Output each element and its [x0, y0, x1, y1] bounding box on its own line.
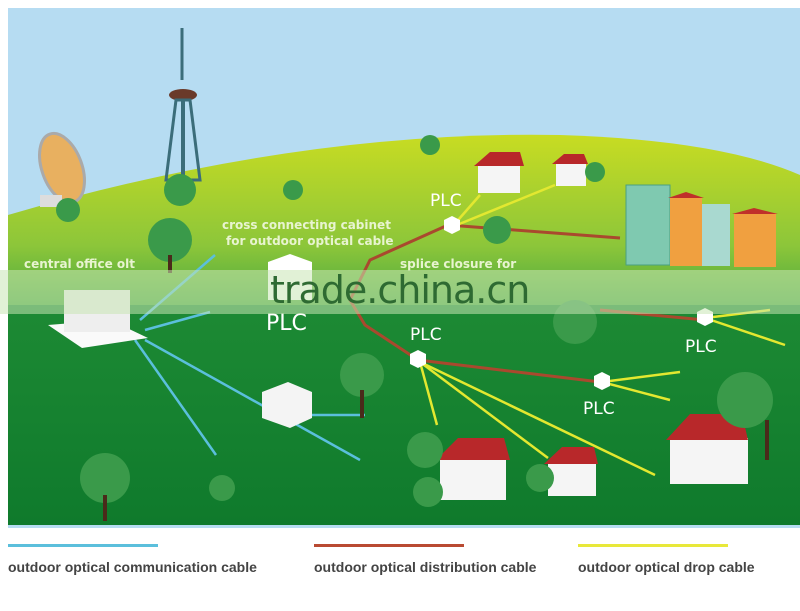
plc-label: PLC [410, 325, 442, 345]
splice-closure-label: splice closure for [400, 257, 516, 271]
watermark-band [0, 270, 800, 314]
legend-communication-cable: outdoor optical communication cable [8, 544, 257, 575]
legend-swatch [578, 544, 728, 547]
central-office-label: central office olt [24, 257, 135, 271]
splice-box-icon [262, 382, 312, 428]
plc-label: PLC [685, 337, 717, 357]
cross-cabinet-label-1: cross connecting cabinet [222, 218, 391, 232]
tree-icon [56, 135, 773, 521]
drop-cables [418, 183, 786, 477]
watermark-text: trade.china.cn [270, 268, 530, 312]
legend-label: outdoor optical drop cable [578, 559, 755, 575]
ground [8, 305, 800, 525]
plc-label: PLC [430, 191, 462, 211]
satellite-dish-icon [38, 131, 86, 207]
house-icon [436, 152, 748, 500]
legend-drop-cable: outdoor optical drop cable [578, 544, 755, 575]
cross-cabinet-label-2: for outdoor optical cable [226, 234, 394, 248]
legend-swatch [8, 544, 158, 547]
plc-label: PLC [583, 399, 615, 419]
legend-label: outdoor optical communication cable [8, 559, 257, 575]
plc-label: PLC [266, 311, 307, 336]
legend-swatch [314, 544, 464, 547]
apartment-buildings-icon [625, 184, 778, 267]
tv-tower-icon [164, 28, 202, 182]
legend-label: outdoor optical distribution cable [314, 559, 537, 575]
legend-distribution-cable: outdoor optical distribution cable [314, 544, 536, 575]
